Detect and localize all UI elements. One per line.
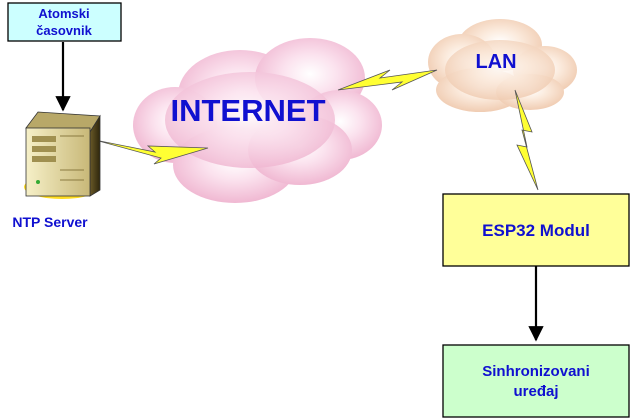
- esp32-module-label: ESP32 Modul: [482, 221, 590, 240]
- lightning-bolt-icon: [94, 139, 209, 165]
- synchronized-device-label-line2: uređaj: [513, 383, 558, 400]
- ntp-server-label: NTP Server: [12, 214, 88, 230]
- atomic-clock-label-line2: časovnik: [36, 23, 92, 38]
- internet-cloud-icon: [133, 38, 382, 203]
- atomic-clock-label-line1: Atomski: [38, 6, 89, 21]
- lan-label: LAN: [475, 51, 516, 73]
- server-tower-icon: [24, 111, 101, 199]
- lan-cloud-icon: [428, 19, 577, 112]
- lightning-bolt-icon: [337, 69, 438, 91]
- synchronized-device-box: [442, 344, 630, 418]
- atomic-clock-box: [7, 2, 122, 42]
- lightning-bolt-icon: [514, 89, 539, 191]
- synchronized-device-label-line1: Sinhronizovani: [482, 363, 590, 380]
- internet-label: INTERNET: [171, 93, 326, 128]
